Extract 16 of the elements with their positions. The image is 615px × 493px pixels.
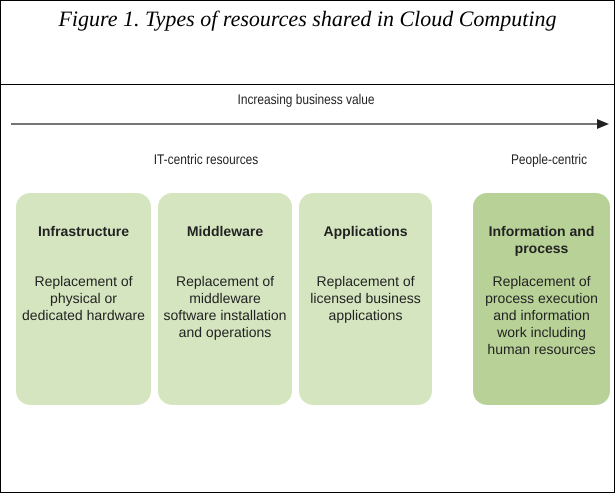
card-description: Replacement of physical or dedicated hardware bbox=[21, 273, 146, 324]
resource-card bbox=[473, 193, 610, 405]
resource-card bbox=[16, 193, 151, 405]
card-heading: Infrastructure bbox=[36, 223, 130, 240]
figure-title: Figure 1. Types of resources shared in Cloud Computing bbox=[57, 5, 558, 31]
axis-label: Increasing business value bbox=[236, 91, 376, 107]
card-heading: Middleware bbox=[186, 223, 264, 240]
resource-card bbox=[299, 193, 432, 405]
group-label: People-centric bbox=[510, 151, 588, 167]
card-description: Replacement of middleware software installation and operations bbox=[162, 273, 288, 341]
card-heading: Applications bbox=[322, 223, 408, 240]
card-description: Replacement of licensed business applications bbox=[309, 273, 422, 324]
group-label: IT-centric resources bbox=[152, 151, 260, 167]
card-heading: Information and process bbox=[488, 223, 596, 257]
card-description: Replacement of process execution and information work including human resources bbox=[484, 273, 599, 358]
resource-card bbox=[158, 193, 292, 405]
